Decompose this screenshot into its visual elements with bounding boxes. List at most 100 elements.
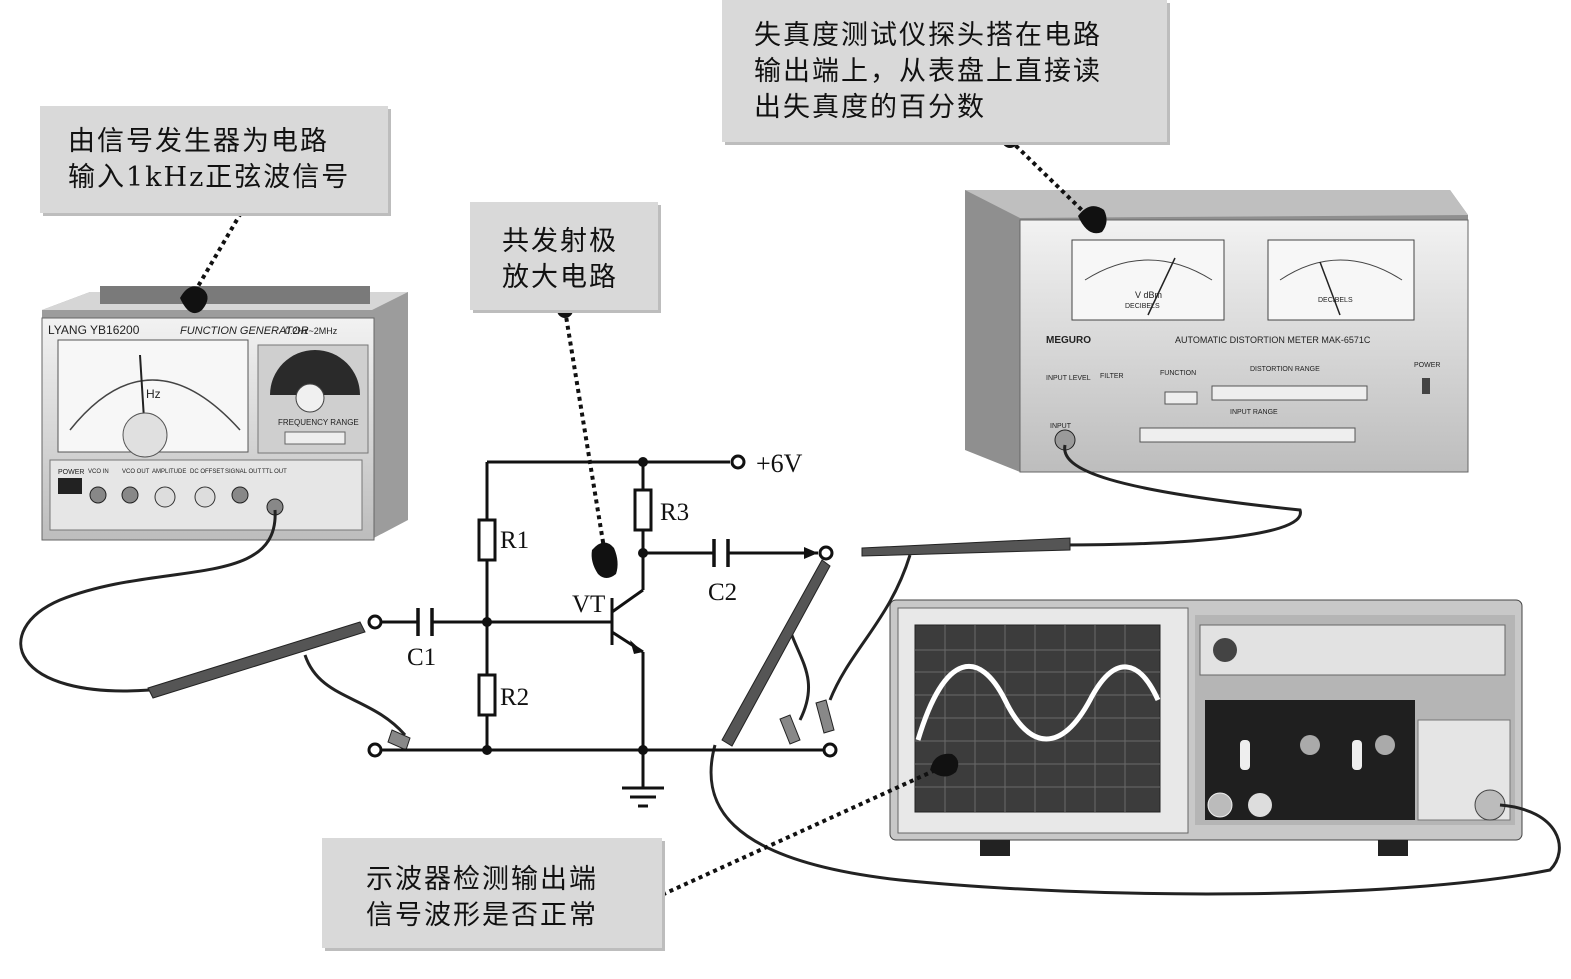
- knob-label-5: SIGNAL OUT: [225, 469, 261, 475]
- r1-label: R1: [500, 527, 529, 554]
- knob-label-4: DC OFFSET: [190, 469, 224, 475]
- pointing-hands: [180, 206, 1107, 777]
- generator-power-switch[interactable]: [58, 478, 82, 494]
- signal-out-jack[interactable]: [231, 486, 249, 504]
- scope-callout-line2: 信号波形是否正常: [366, 900, 598, 931]
- generator-cable: [19, 509, 277, 693]
- generator-handle: [100, 286, 370, 304]
- dc-offset-knob[interactable]: [194, 486, 216, 508]
- distortion-range-label: DISTORTION RANGE: [1250, 366, 1320, 373]
- scope-power-knob[interactable]: [1213, 638, 1237, 662]
- scope-cable: [709, 744, 1561, 896]
- c1-label: C1: [407, 644, 436, 671]
- scope-callout: 示波器检测输出端 信号波形是否正常: [322, 838, 662, 948]
- distortion-probe[interactable]: [861, 537, 1071, 557]
- function-button[interactable]: [1164, 391, 1198, 405]
- generator-range: 0.2Hz~2MHz: [285, 326, 338, 336]
- vco-out-jack[interactable]: [121, 486, 139, 504]
- distortion-callout: 失真度测试仪探头搭在电路 输出端上，从表盘上直接读 出失真度的百分数: [722, 0, 1167, 142]
- scope-switch-2[interactable]: [1352, 740, 1362, 770]
- dial-unit: Hz: [146, 387, 161, 401]
- distortion-ground-clip[interactable]: [815, 699, 835, 734]
- input-label: INPUT: [1050, 423, 1072, 430]
- knob-label-6: TTL OUT: [262, 469, 287, 475]
- power-label: POWER: [1414, 362, 1440, 369]
- vco-in-jack[interactable]: [89, 486, 107, 504]
- function-label: FUNCTION: [1160, 370, 1196, 377]
- input-range-buttons[interactable]: [1139, 427, 1356, 443]
- scope-knob-3[interactable]: [1300, 735, 1320, 755]
- resistor-r2: [477, 673, 497, 717]
- distortion-callout-line1: 失真度测试仪探头搭在电路: [754, 20, 1102, 51]
- amplifier-callout-line1: 共发射极: [502, 226, 618, 257]
- generator-ground-clip[interactable]: [387, 729, 411, 751]
- waveform-buttons[interactable]: [284, 431, 346, 445]
- amplifier-callout: 共发射极 放大电路: [470, 202, 658, 310]
- circuit-terminals: [367, 454, 838, 758]
- cables: [19, 444, 1561, 896]
- distortion-meter-right-gauge: [1267, 239, 1415, 321]
- generator-power-label: POWER: [58, 469, 84, 476]
- scope-ground-lead: [788, 629, 810, 721]
- scope-callout-line1: 示波器检测输出端: [366, 864, 598, 895]
- scope-control-panel: [1205, 700, 1415, 820]
- pointing-hand-icon-3: [1078, 206, 1107, 234]
- generator-callout: 由信号发生器为电路 输入1kHz正弦波信号: [40, 106, 388, 213]
- scope-probe[interactable]: [721, 559, 831, 747]
- meter-left-units: DECIBELS: [1125, 303, 1160, 310]
- knob-label-1: VCO IN: [88, 469, 109, 475]
- vt-label: VT: [572, 591, 605, 618]
- frequency-knob[interactable]: [122, 412, 168, 458]
- generator-callout-line2: 输入1kHz正弦波信号: [68, 162, 351, 193]
- scope-foot-left: [980, 840, 1010, 856]
- output-arrow-icon: [804, 547, 818, 559]
- distortion-range-buttons[interactable]: [1211, 385, 1368, 401]
- generator-callout-line1: 由信号发生器为电路: [68, 126, 329, 157]
- resistor-r1: [477, 518, 497, 562]
- range-knob[interactable]: [295, 383, 325, 413]
- resistor-r3: [633, 488, 653, 532]
- amplifier-circuit: [382, 460, 826, 808]
- distortion-cable: [1059, 444, 1302, 547]
- oscilloscope: [889, 599, 1523, 856]
- knob-label-3: AMPLITUDE: [152, 469, 186, 475]
- circuit-nodes: [482, 457, 648, 755]
- generator-probe[interactable]: [147, 621, 366, 699]
- power-switch[interactable]: [1422, 378, 1430, 394]
- distortion-meter: V dBm DECIBELS DECIBELS MEGURO AUTOMATIC…: [965, 190, 1469, 473]
- pointing-hand-icon-4: [930, 753, 959, 777]
- scope-knob-4[interactable]: [1375, 735, 1395, 755]
- scope-knob-2[interactable]: [1248, 793, 1272, 817]
- leader-lines: [188, 138, 1092, 900]
- distortion-callout-line3: 出失真度的百分数: [754, 92, 986, 123]
- c2-label: C2: [708, 579, 737, 606]
- pointing-hand-icon-2: [591, 542, 618, 578]
- generator-knobs: VCO IN VCO OUT AMPLITUDE DC OFFSET SIGNA…: [88, 469, 287, 516]
- distortion-callout-line2: 输出端上，从表盘上直接读: [754, 56, 1102, 87]
- scope-switch-1[interactable]: [1240, 740, 1250, 770]
- generator-ground-lead: [303, 654, 407, 736]
- distortion-ground-lead: [828, 554, 912, 701]
- scope-ground-clip[interactable]: [779, 714, 801, 745]
- scope-knob-1[interactable]: [1207, 792, 1233, 818]
- input-level-label: INPUT LEVEL: [1046, 375, 1091, 382]
- meter-left-label: V dBm: [1135, 290, 1162, 300]
- amplifier-callout-line2: 放大电路: [502, 262, 618, 293]
- range-selector-icon: [270, 350, 360, 395]
- scope-foot-right: [1378, 840, 1408, 856]
- distortion-meter-left-gauge: [1071, 239, 1225, 321]
- input-range-label: INPUT RANGE: [1230, 409, 1278, 416]
- supply-label: +6V: [756, 449, 803, 478]
- generator-brand: LYANG YB16200: [48, 323, 140, 337]
- meter-brand: MEGURO: [1046, 335, 1091, 346]
- emitter-arrow-icon: [630, 640, 643, 654]
- knob-label-2: VCO OUT: [122, 469, 150, 475]
- generator-title: FUNCTION GENERATOR: [180, 325, 309, 337]
- sine-trace: [915, 663, 1161, 742]
- pointing-hand-icon: [180, 286, 208, 314]
- amplitude-knob[interactable]: [154, 486, 176, 508]
- r2-label: R2: [500, 684, 529, 711]
- r3-label: R3: [660, 499, 689, 526]
- function-generator: LYANG YB16200 FUNCTION GENERATOR 0.2Hz~2…: [41, 286, 408, 541]
